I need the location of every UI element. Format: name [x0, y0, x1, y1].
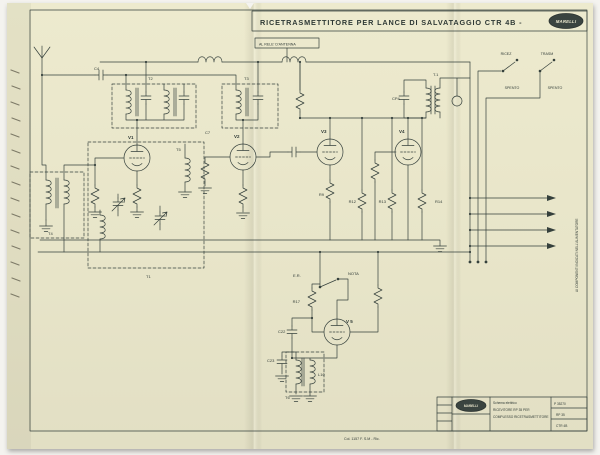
title-block-frame [436, 396, 588, 432]
footer-caption: Col. 1157 F. S.M - Ric. [344, 437, 380, 441]
if2-leads [235, 83, 259, 145]
title-block-doc-no: P 35270 [554, 402, 566, 406]
v3-v4-leads [329, 117, 423, 241]
arrow-icon [547, 195, 556, 201]
if1-leads [125, 83, 185, 146]
v1-leads [94, 157, 138, 213]
t4-leads [45, 164, 96, 253]
marelli-logo-top: MARELLI [548, 13, 584, 29]
label-trasm: TRASM [541, 52, 554, 56]
label-spento-left: SPENTO [505, 86, 520, 90]
label-t3: T3 [244, 76, 249, 81]
label-t6: T6 [285, 395, 290, 400]
title-block-line2: RICEVITORE RP 35 PER [493, 408, 530, 412]
junction-dots [40, 58, 556, 360]
label-t1: T1 [146, 274, 151, 279]
title-block-dividers [436, 396, 588, 432]
jack-symbol [451, 95, 463, 107]
switch-labels: RICEZ TRASM SPENTO SPENTO [501, 52, 563, 90]
label-t4: T4 [48, 231, 53, 236]
shield-box-t1 [87, 141, 205, 269]
arrow-icon [547, 243, 556, 249]
arrow-icon [547, 211, 556, 217]
label-v4: V4 [399, 129, 405, 134]
label-t5: T5 [176, 147, 181, 152]
v5-wires [281, 251, 379, 397]
label-v2: V2 [234, 134, 240, 139]
label-spento-right: SPENTO [548, 86, 563, 90]
wire [117, 193, 161, 231]
title-block-model: RP 35 [556, 413, 565, 417]
label-c23: C23 [267, 358, 275, 363]
marelli-logo-badge [548, 13, 584, 29]
marelli-logo-text-small: MARELLI [464, 404, 478, 408]
if1-core-lines [135, 87, 177, 117]
fold-notch [246, 3, 254, 9]
label-r17: R17 [293, 299, 301, 304]
schematic-linework [29, 45, 556, 403]
side-note: AI COMPONENTI INDICATI NELL'ALIMENTATORE [575, 218, 579, 292]
label-nota: NOTA [348, 271, 359, 276]
label-r13: R13 [379, 199, 387, 204]
title-block-line1: Schema elettrico [493, 401, 517, 405]
label-c4: C4 [94, 66, 100, 71]
t4-core-lines [55, 177, 59, 209]
fold-crease-left [244, 3, 262, 449]
component-labels: V1 V2 V3 V4 V 5 T2 T3 T.1 T1 T4 T5 T6 C4… [48, 66, 443, 400]
title-block-set: CTR 4B [556, 424, 567, 428]
title-block-line3: COMPLESSO RICETRASMETTITORE [493, 415, 549, 419]
label-t1-out: T.1 [433, 72, 439, 77]
shield-box-t4 [29, 171, 85, 239]
binding-strip [7, 3, 31, 449]
shield-box-t2 [111, 83, 197, 129]
label-cp4: CP4 [392, 96, 401, 101]
switch-wires [469, 61, 553, 263]
shield-box-t6 [285, 351, 325, 393]
title-block: MARELLI Schema elettrico RICEVITORE RP 3… [436, 396, 588, 432]
marelli-logo-badge-small [455, 399, 487, 412]
t1-core-lines [430, 85, 436, 115]
title-box [251, 10, 588, 32]
label-v5: V 5 [346, 319, 353, 324]
if2-core-lines [245, 87, 249, 117]
label-t2: T2 [148, 76, 153, 81]
label-r9: R9 [319, 192, 325, 197]
v2-leads [204, 151, 289, 213]
label-l10: L10 [318, 372, 325, 377]
binding-perforations [10, 69, 21, 298]
t6-core-lines [301, 357, 305, 387]
label-v1: V1 [128, 135, 134, 140]
label-ricez: RICEZ [501, 52, 513, 56]
label-c22: C22 [278, 329, 286, 334]
fold-crease-right [446, 3, 461, 449]
feed-lines [469, 197, 548, 247]
t1-leads [403, 77, 471, 119]
label-c7: C7 [205, 130, 211, 135]
antenna-relay-label: AL RELE' D'ANTENNA [259, 43, 296, 47]
shield-box-t3 [221, 83, 279, 129]
label-r12: R12 [349, 199, 357, 204]
marelli-logo-text: MARELLI [556, 19, 577, 24]
ground-rail-1 [39, 239, 441, 247]
label-r14: R14 [435, 199, 443, 204]
sheet-title: RICETRASMETTITORE PER LANCE DI SALVATAGG… [260, 18, 522, 27]
label-v3: V3 [321, 129, 327, 134]
label-er: E.R. [293, 273, 301, 278]
arrow-icon [547, 227, 556, 233]
